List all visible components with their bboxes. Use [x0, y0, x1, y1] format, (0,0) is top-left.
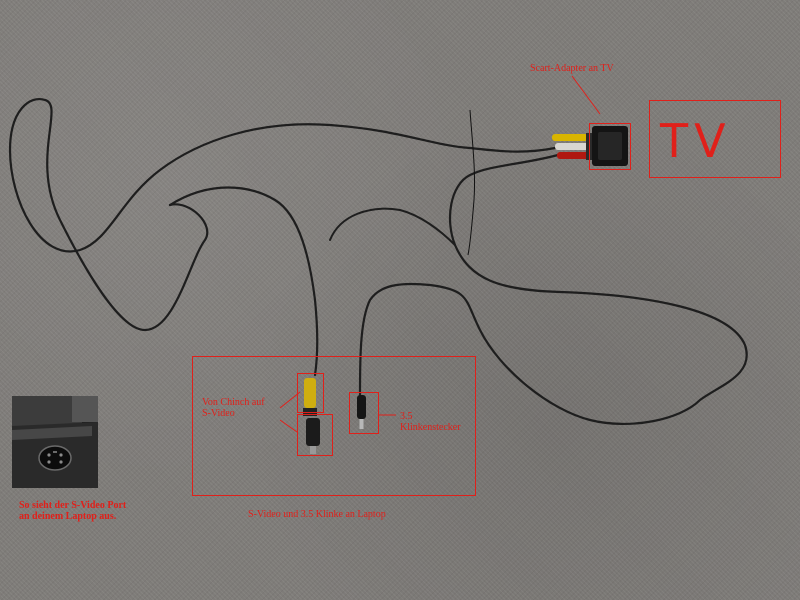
thin-wire	[467, 109, 476, 256]
laptop-port-caption: So sieht der S-Video Port an deinem Lapt…	[19, 500, 127, 522]
klinke-label: 3.5 Klinkenstecker	[400, 411, 461, 433]
audio-cable-extra-loop	[329, 207, 456, 246]
audio-cable-loop	[358, 153, 748, 426]
scart-highlight-box	[589, 123, 631, 170]
scart-adapter-label: Scart-Adapter an TV	[530, 63, 614, 74]
scart-adapter-icon	[592, 126, 628, 166]
laptop-connectors-box	[192, 356, 476, 496]
cinch-pointer-line-lower	[279, 419, 298, 433]
cinch-pointer-line-upper	[279, 391, 301, 409]
tv-box	[649, 100, 781, 178]
tv-label: TV	[660, 114, 732, 168]
scart-pointer-line	[571, 75, 601, 115]
svideo-adapter-plug-icon	[306, 418, 320, 454]
cinch-to-svideo-label: Von Chinch auf S-Video	[202, 397, 265, 419]
cinch-plug-box	[297, 373, 324, 413]
jack-plug-box	[349, 392, 379, 434]
bottom-caption: S-Video und 3.5 Klinke an Laptop	[248, 509, 386, 520]
yellow-rca-plug-icon	[552, 133, 594, 142]
av-cable-branch	[168, 186, 319, 377]
red-rca-plug-icon	[557, 151, 594, 160]
white-rca-plug-icon	[555, 142, 594, 151]
jack-plug-icon	[357, 395, 366, 429]
laptop-svideo-port-photo	[12, 396, 98, 488]
av-cable-loop	[8, 97, 557, 332]
laptop-port-drawing	[12, 396, 98, 488]
svideo-plug-box	[297, 414, 333, 456]
